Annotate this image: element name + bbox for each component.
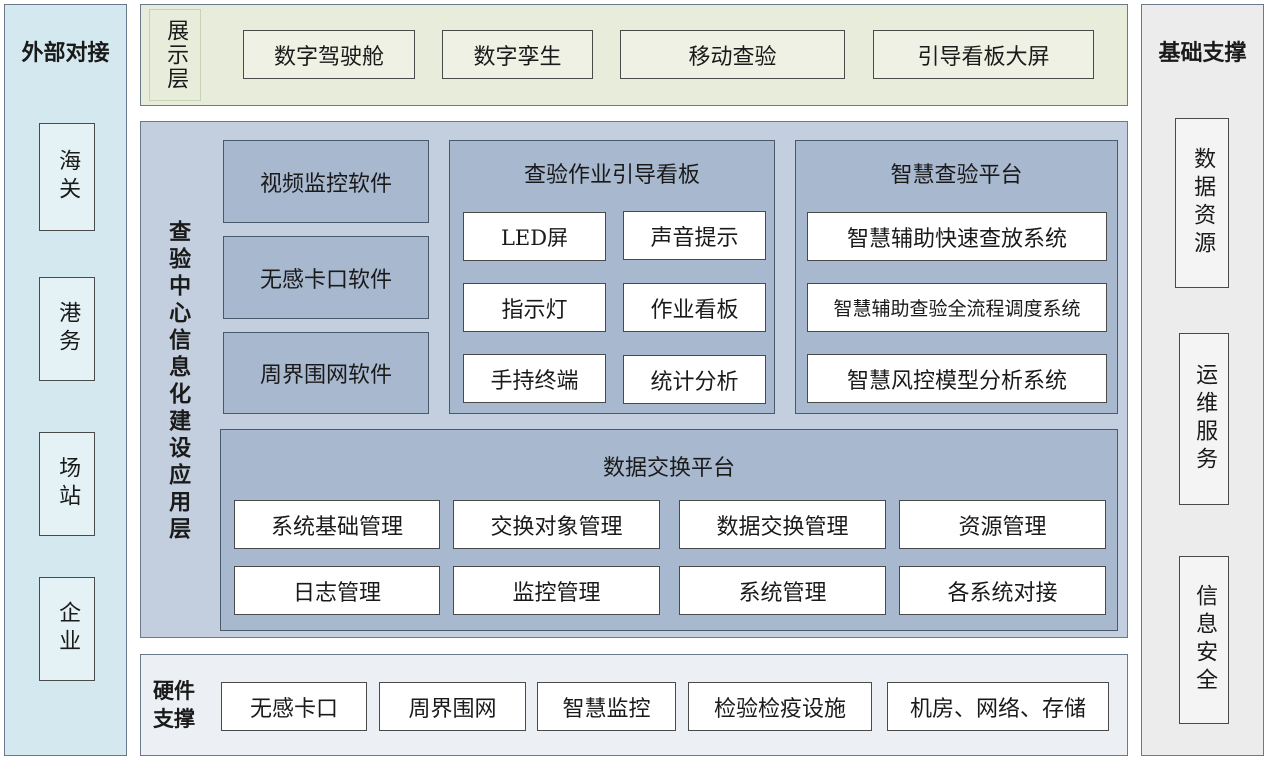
hardware-item-smart-monitoring[interactable]: 智慧监控 [537, 682, 676, 731]
external-item-label: 场站 [55, 456, 81, 512]
hardware-item-sensorless-gate[interactable]: 无感卡口 [221, 682, 367, 731]
support-item-label: 信息安全 [1192, 584, 1218, 696]
smart-item-full-process-dispatch[interactable]: 智慧辅助查验全流程调度系统 [807, 283, 1107, 332]
exchange-platform-title: 数据交换平台 [602, 456, 735, 481]
software-sensorless-gate[interactable]: 无感卡口软件 [223, 236, 429, 319]
hardware-title: 硬件支撑 [145, 669, 203, 741]
external-title: 外部对接 [21, 40, 110, 66]
app-layer-title: 查验中心信息化建设应用层 [155, 182, 201, 582]
exchange-platform-module: 数据交换平台 系统基础管理 交换对象管理 数据交换管理 资源管理 日志管理 监控… [220, 429, 1118, 631]
display-item-guide-screen[interactable]: 引导看板大屏 [873, 30, 1094, 79]
hardware-item-perimeter-fence[interactable]: 周界围网 [379, 682, 526, 731]
app-layer: 查验中心信息化建设应用层 视频监控软件 无感卡口软件 周界围网软件 查验作业引导… [140, 121, 1128, 638]
display-layer: 展示层 数字驾驶舱 数字孪生 移动查验 引导看板大屏 [140, 4, 1128, 106]
guide-item-indicator-light[interactable]: 指示灯 [463, 283, 606, 332]
guide-item-handheld-terminal[interactable]: 手持终端 [463, 354, 606, 403]
guide-item-sound-prompt[interactable]: 声音提示 [623, 211, 766, 260]
hardware-layer: 硬件支撑 无感卡口 周界围网 智慧监控 检验检疫设施 机房、网络、存储 [140, 654, 1128, 756]
display-item-mobile-inspection[interactable]: 移动查验 [620, 30, 845, 79]
exchange-item-data-exchange-mgmt[interactable]: 数据交换管理 [679, 500, 886, 549]
external-item-label: 海关 [55, 149, 81, 205]
display-item-digital-cockpit[interactable]: 数字驾驶舱 [243, 30, 415, 79]
external-item-customs[interactable]: 海关 [39, 123, 95, 231]
exchange-item-resource-mgmt[interactable]: 资源管理 [899, 500, 1106, 549]
app-layer-title-text: 查验中心信息化建设应用层 [165, 220, 192, 544]
display-layer-title: 展示层 [149, 9, 201, 101]
external-item-label: 港务 [55, 301, 81, 357]
support-panel: 基础支撑 数据资源 运维服务 信息安全 [1141, 4, 1264, 756]
exchange-item-system-mgmt[interactable]: 系统管理 [679, 566, 886, 615]
exchange-item-monitor-mgmt[interactable]: 监控管理 [453, 566, 660, 615]
display-item-digital-twin[interactable]: 数字孪生 [442, 30, 593, 79]
smart-platform-module: 智慧查验平台 智慧辅助快速查放系统 智慧辅助查验全流程调度系统 智慧风控模型分析… [795, 140, 1118, 414]
guide-board-module: 查验作业引导看板 LED屏 声音提示 指示灯 作业看板 手持终端 统计分析 [449, 140, 775, 414]
support-item-ops-service[interactable]: 运维服务 [1179, 333, 1229, 505]
guide-item-work-board[interactable]: 作业看板 [623, 283, 766, 332]
external-item-label: 企业 [55, 601, 81, 657]
guide-item-led-screen[interactable]: LED屏 [463, 212, 606, 261]
display-layer-title-text: 展示层 [163, 19, 189, 91]
support-item-data-resources[interactable]: 数据资源 [1175, 118, 1229, 288]
smart-item-risk-model[interactable]: 智慧风控模型分析系统 [807, 354, 1107, 403]
exchange-item-log-mgmt[interactable]: 日志管理 [234, 566, 440, 615]
software-video-monitoring[interactable]: 视频监控软件 [223, 140, 429, 223]
hardware-item-datacenter-network-storage[interactable]: 机房、网络、存储 [887, 682, 1109, 731]
exchange-item-system-integration[interactable]: 各系统对接 [899, 566, 1106, 615]
smart-platform-title: 智慧查验平台 [890, 163, 1023, 188]
support-item-label: 运维服务 [1192, 363, 1218, 475]
external-item-port[interactable]: 港务 [39, 277, 95, 381]
external-item-enterprise[interactable]: 企业 [39, 577, 95, 681]
exchange-item-system-base-mgmt[interactable]: 系统基础管理 [234, 500, 440, 549]
guide-board-title: 查验作业引导看板 [523, 163, 700, 188]
support-item-info-security[interactable]: 信息安全 [1179, 556, 1229, 724]
hardware-item-inspection-facilities[interactable]: 检验检疫设施 [688, 682, 872, 731]
support-title: 基础支撑 [1158, 40, 1247, 66]
guide-item-statistics[interactable]: 统计分析 [623, 355, 766, 404]
smart-item-quick-release[interactable]: 智慧辅助快速查放系统 [807, 212, 1107, 261]
hardware-title-text: 硬件支撑 [153, 677, 195, 731]
external-item-station[interactable]: 场站 [39, 432, 95, 536]
exchange-item-object-mgmt[interactable]: 交换对象管理 [453, 500, 660, 549]
external-panel: 外部对接 海关 港务 场站 企业 [4, 4, 127, 756]
software-perimeter-fence[interactable]: 周界围网软件 [223, 332, 429, 414]
support-item-label: 数据资源 [1190, 147, 1216, 259]
